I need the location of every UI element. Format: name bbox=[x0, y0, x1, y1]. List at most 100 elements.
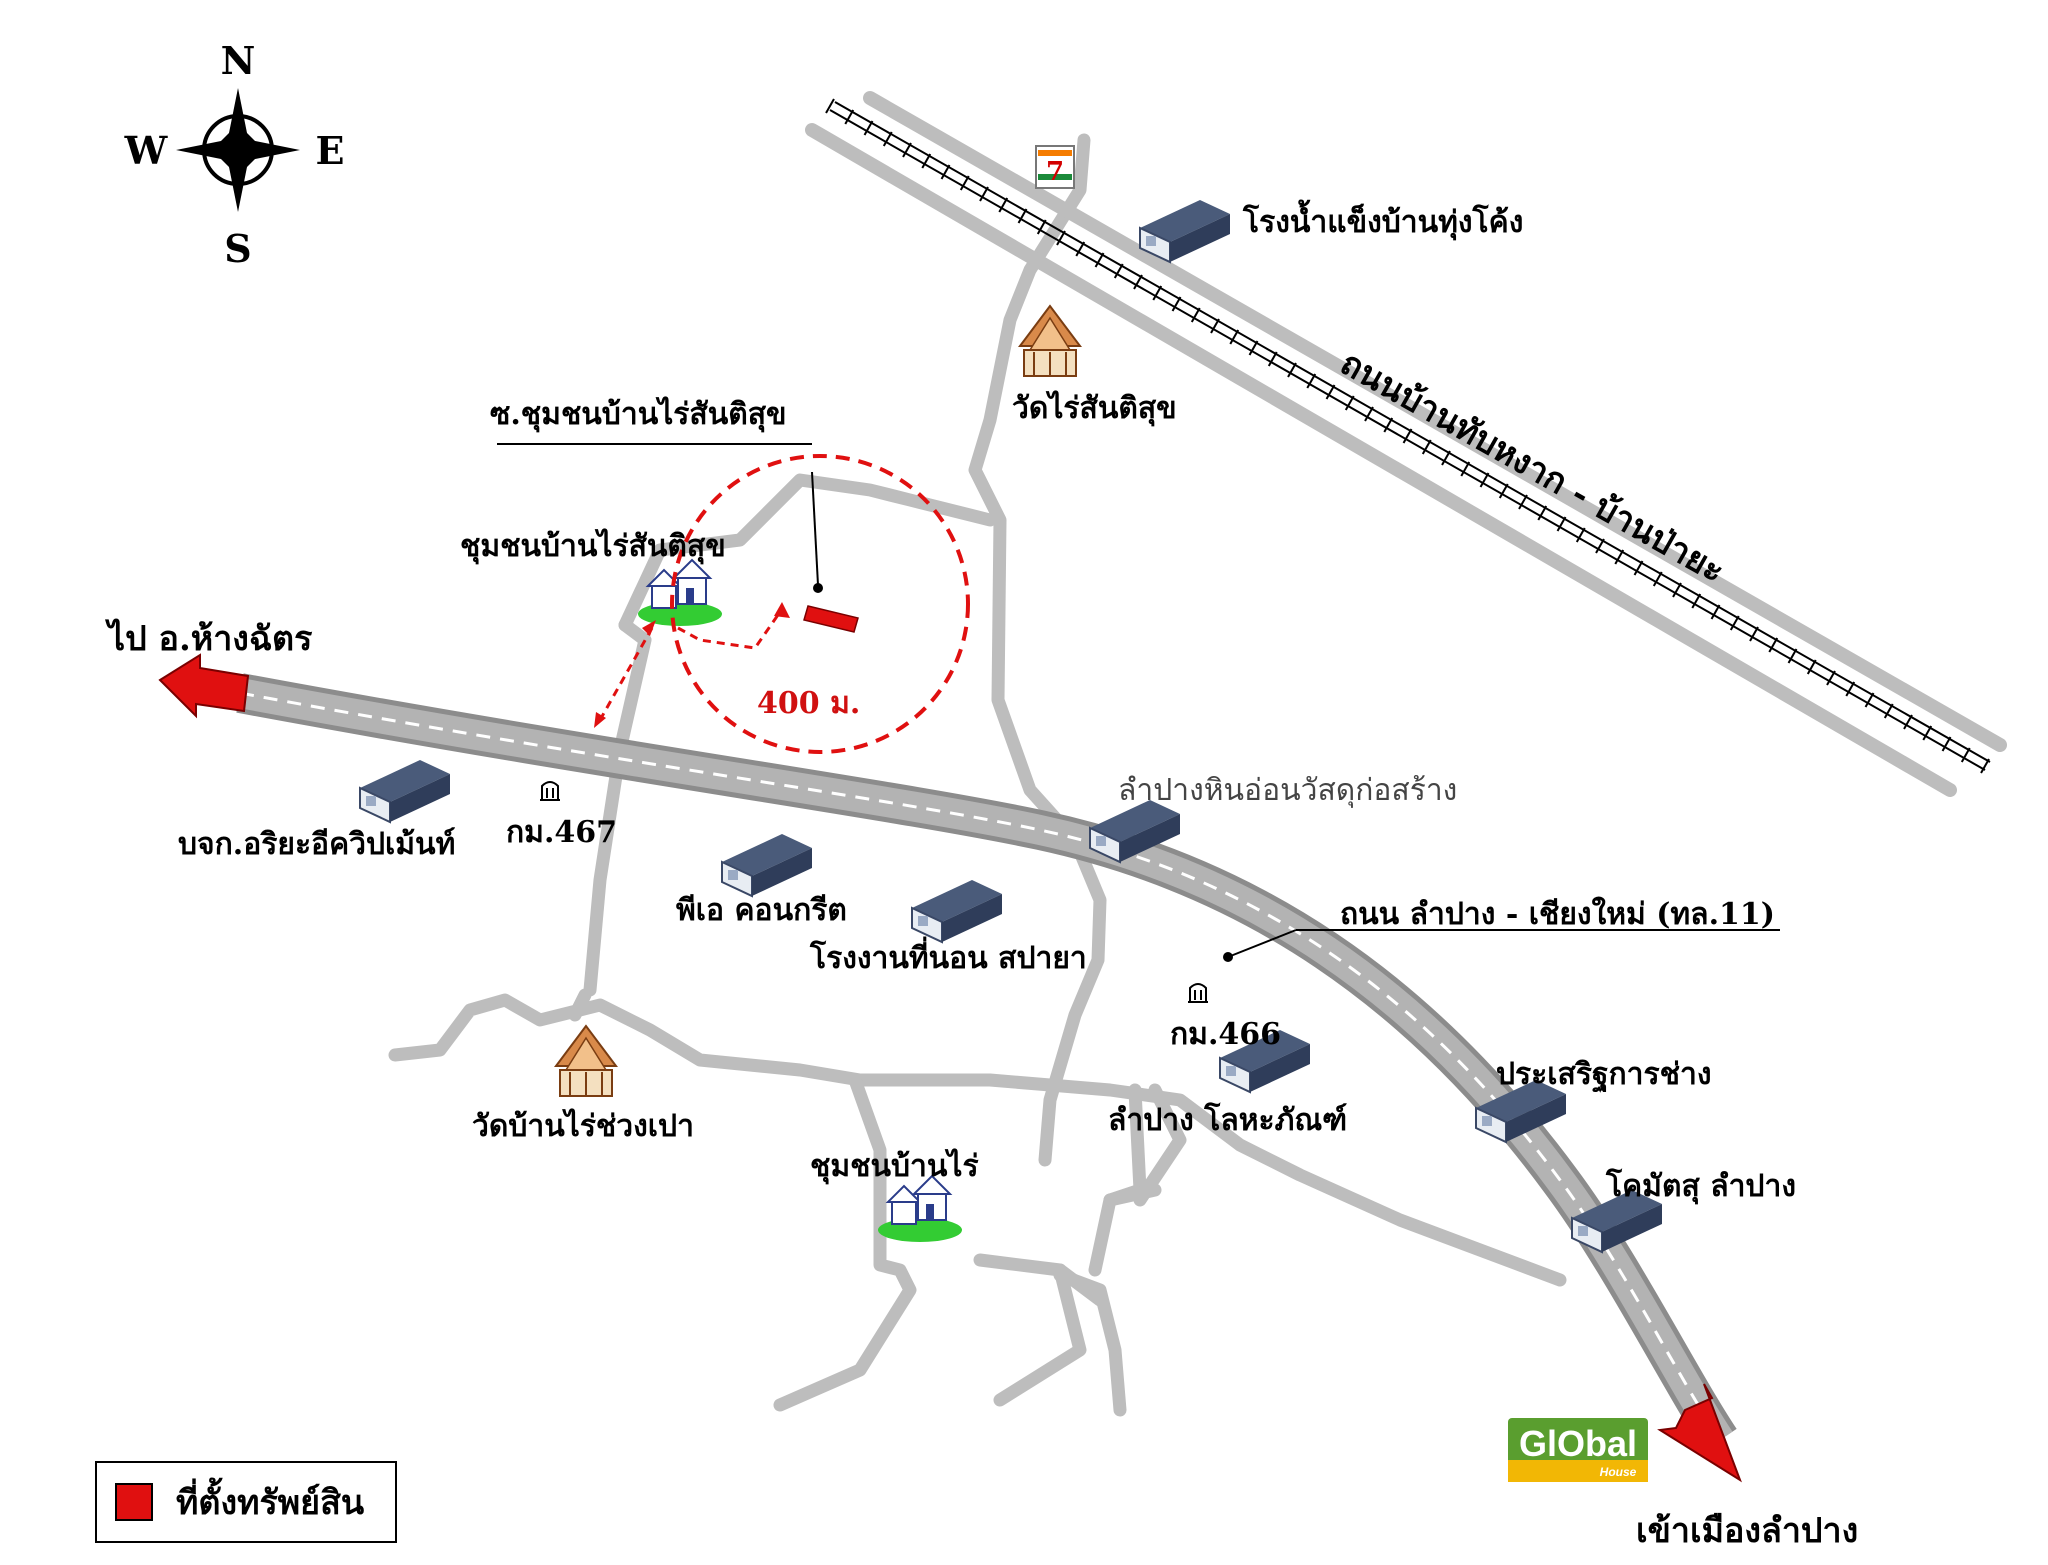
label-prasert: ประเสริฐการช่าง bbox=[1496, 1057, 1711, 1094]
rail-tie bbox=[1710, 604, 1721, 620]
rail-tie bbox=[940, 164, 951, 180]
rail-tie bbox=[1133, 274, 1143, 290]
rail-tie bbox=[1210, 318, 1220, 334]
radius-400m bbox=[594, 454, 970, 754]
rail-tie bbox=[1287, 362, 1297, 378]
highway-leader-line bbox=[1227, 929, 1297, 958]
rail-tie bbox=[1518, 494, 1528, 510]
factory-icon bbox=[721, 833, 813, 897]
rail-tie bbox=[1787, 648, 1798, 664]
rail-tie bbox=[998, 197, 1009, 213]
rail-tie bbox=[1229, 329, 1240, 345]
rail-tie bbox=[1537, 505, 1548, 521]
rail-tie bbox=[1498, 483, 1509, 499]
label-to-hang-chat: ไป อ.ห้างฉัตร bbox=[105, 618, 313, 659]
label-community-rai-santisuk: ชุมชนบ้านไร่สันติสุข bbox=[460, 528, 726, 565]
soi-leader-line bbox=[811, 471, 819, 586]
rail-tie bbox=[1364, 406, 1374, 422]
label-pa-concrete: พีเอ คอนกรีต bbox=[676, 893, 847, 928]
rail-tie bbox=[1248, 340, 1259, 356]
rail-tie bbox=[863, 120, 874, 136]
temple-icon bbox=[555, 1025, 617, 1097]
rail-tie bbox=[1441, 450, 1451, 466]
rail-tie bbox=[1575, 527, 1586, 543]
highway-11 bbox=[236, 673, 1737, 1452]
rail-tie bbox=[1652, 571, 1663, 587]
rail-tie bbox=[1980, 758, 1990, 774]
rail-tie bbox=[1383, 417, 1394, 433]
rail-tie bbox=[1883, 703, 1894, 719]
label-ice-factory: โรงน้ำแข็งบ้านทุ่งโค้ง bbox=[1242, 199, 1523, 241]
label-wat-rai-chuang-pao: วัดบ้านไร่ช่วงเปา bbox=[472, 1108, 694, 1144]
rail-tie bbox=[1556, 516, 1567, 532]
legend-swatch bbox=[115, 1483, 153, 1521]
rail-tie bbox=[1152, 285, 1163, 301]
rail-tie bbox=[1806, 659, 1817, 675]
label-wat-rai-santisuk: วัดไร่สันติสุข bbox=[1012, 390, 1177, 427]
rail-tie bbox=[979, 186, 989, 202]
rail-tie bbox=[1190, 307, 1201, 323]
label-highway: ถนน ลำปาง - เชียงใหม่ (ทล.11) bbox=[1340, 896, 1775, 932]
factory-icon bbox=[911, 879, 1003, 943]
compass-east: E bbox=[316, 128, 345, 173]
rail-tie bbox=[1460, 461, 1471, 477]
label-komatsu: โคมัตสุ ลำปาง bbox=[1605, 1167, 1796, 1205]
factory-icon bbox=[1139, 199, 1231, 263]
soi-dot bbox=[813, 583, 823, 593]
local-roads bbox=[388, 133, 1567, 1417]
rail-tie bbox=[1691, 593, 1702, 609]
highway-dot bbox=[1223, 952, 1233, 962]
label-mattress-factory: โรงงานที่นอน สปายา bbox=[809, 936, 1087, 976]
legend-label: ที่ตั้งทรัพย์สิน bbox=[176, 1477, 364, 1523]
km-post-icon bbox=[1187, 983, 1209, 1003]
logo-sub: House bbox=[1600, 1465, 1637, 1479]
compass-south: S bbox=[224, 226, 251, 271]
rail-tie bbox=[825, 98, 835, 114]
rail-tie bbox=[1344, 395, 1355, 411]
rail-tie bbox=[1595, 538, 1605, 554]
rail-tie bbox=[1960, 747, 1971, 763]
rail-tie bbox=[1768, 637, 1779, 653]
label-km-467: กม.467 bbox=[506, 815, 617, 850]
label-soi: ซ.ชุมชนบ้านไร่สันติสุข bbox=[490, 396, 787, 433]
rail-tie bbox=[1826, 670, 1836, 686]
rail-tie bbox=[1845, 681, 1856, 697]
rail-tie bbox=[1402, 428, 1413, 444]
rail-tie bbox=[1903, 714, 1913, 730]
global-house-logo: GlObal House bbox=[1508, 1418, 1648, 1482]
rail-tie bbox=[1306, 373, 1317, 389]
rail-tie bbox=[1864, 692, 1875, 708]
rail-tie bbox=[959, 175, 970, 191]
rail-tie bbox=[1941, 736, 1952, 752]
compass-west: W bbox=[124, 128, 169, 173]
community-houses-icon bbox=[877, 1175, 963, 1243]
property-marker bbox=[803, 605, 859, 633]
rail-tie bbox=[1075, 241, 1086, 257]
rail-tie bbox=[1113, 263, 1124, 279]
arrow-southeast-icon bbox=[1657, 1383, 1742, 1483]
rail-tie bbox=[1094, 252, 1105, 268]
label-km-466: กม.466 bbox=[1170, 1017, 1281, 1052]
rail-tie bbox=[844, 109, 855, 125]
rail-tie bbox=[1749, 626, 1759, 642]
rail-tie bbox=[1036, 219, 1047, 235]
label-hin-on: ลำปางหินอ่อนวัสดุก่อสร้าง bbox=[1118, 773, 1457, 809]
label-to-lampang: เข้าเมืองลำปาง bbox=[1636, 1511, 1858, 1551]
rail-tie bbox=[1325, 384, 1336, 400]
compass-north: N bbox=[221, 38, 256, 83]
legend: ที่ตั้งทรัพย์สิน bbox=[95, 1461, 397, 1543]
km-post-icon bbox=[539, 781, 561, 801]
compass-rose-icon: N S E W bbox=[124, 38, 345, 271]
rail-tie bbox=[921, 153, 932, 169]
rail-tie bbox=[902, 142, 912, 158]
rail-tie bbox=[1171, 296, 1182, 312]
logo-text: GlObal bbox=[1519, 1423, 1637, 1464]
rail-tie bbox=[1614, 549, 1625, 565]
rail-tie bbox=[1922, 725, 1933, 741]
railway-road bbox=[805, 91, 2007, 797]
label-distance: 400 ม. bbox=[757, 686, 860, 721]
rail-tie bbox=[1729, 615, 1740, 631]
rail-tie bbox=[1267, 351, 1278, 367]
rail-tie bbox=[1056, 230, 1066, 246]
